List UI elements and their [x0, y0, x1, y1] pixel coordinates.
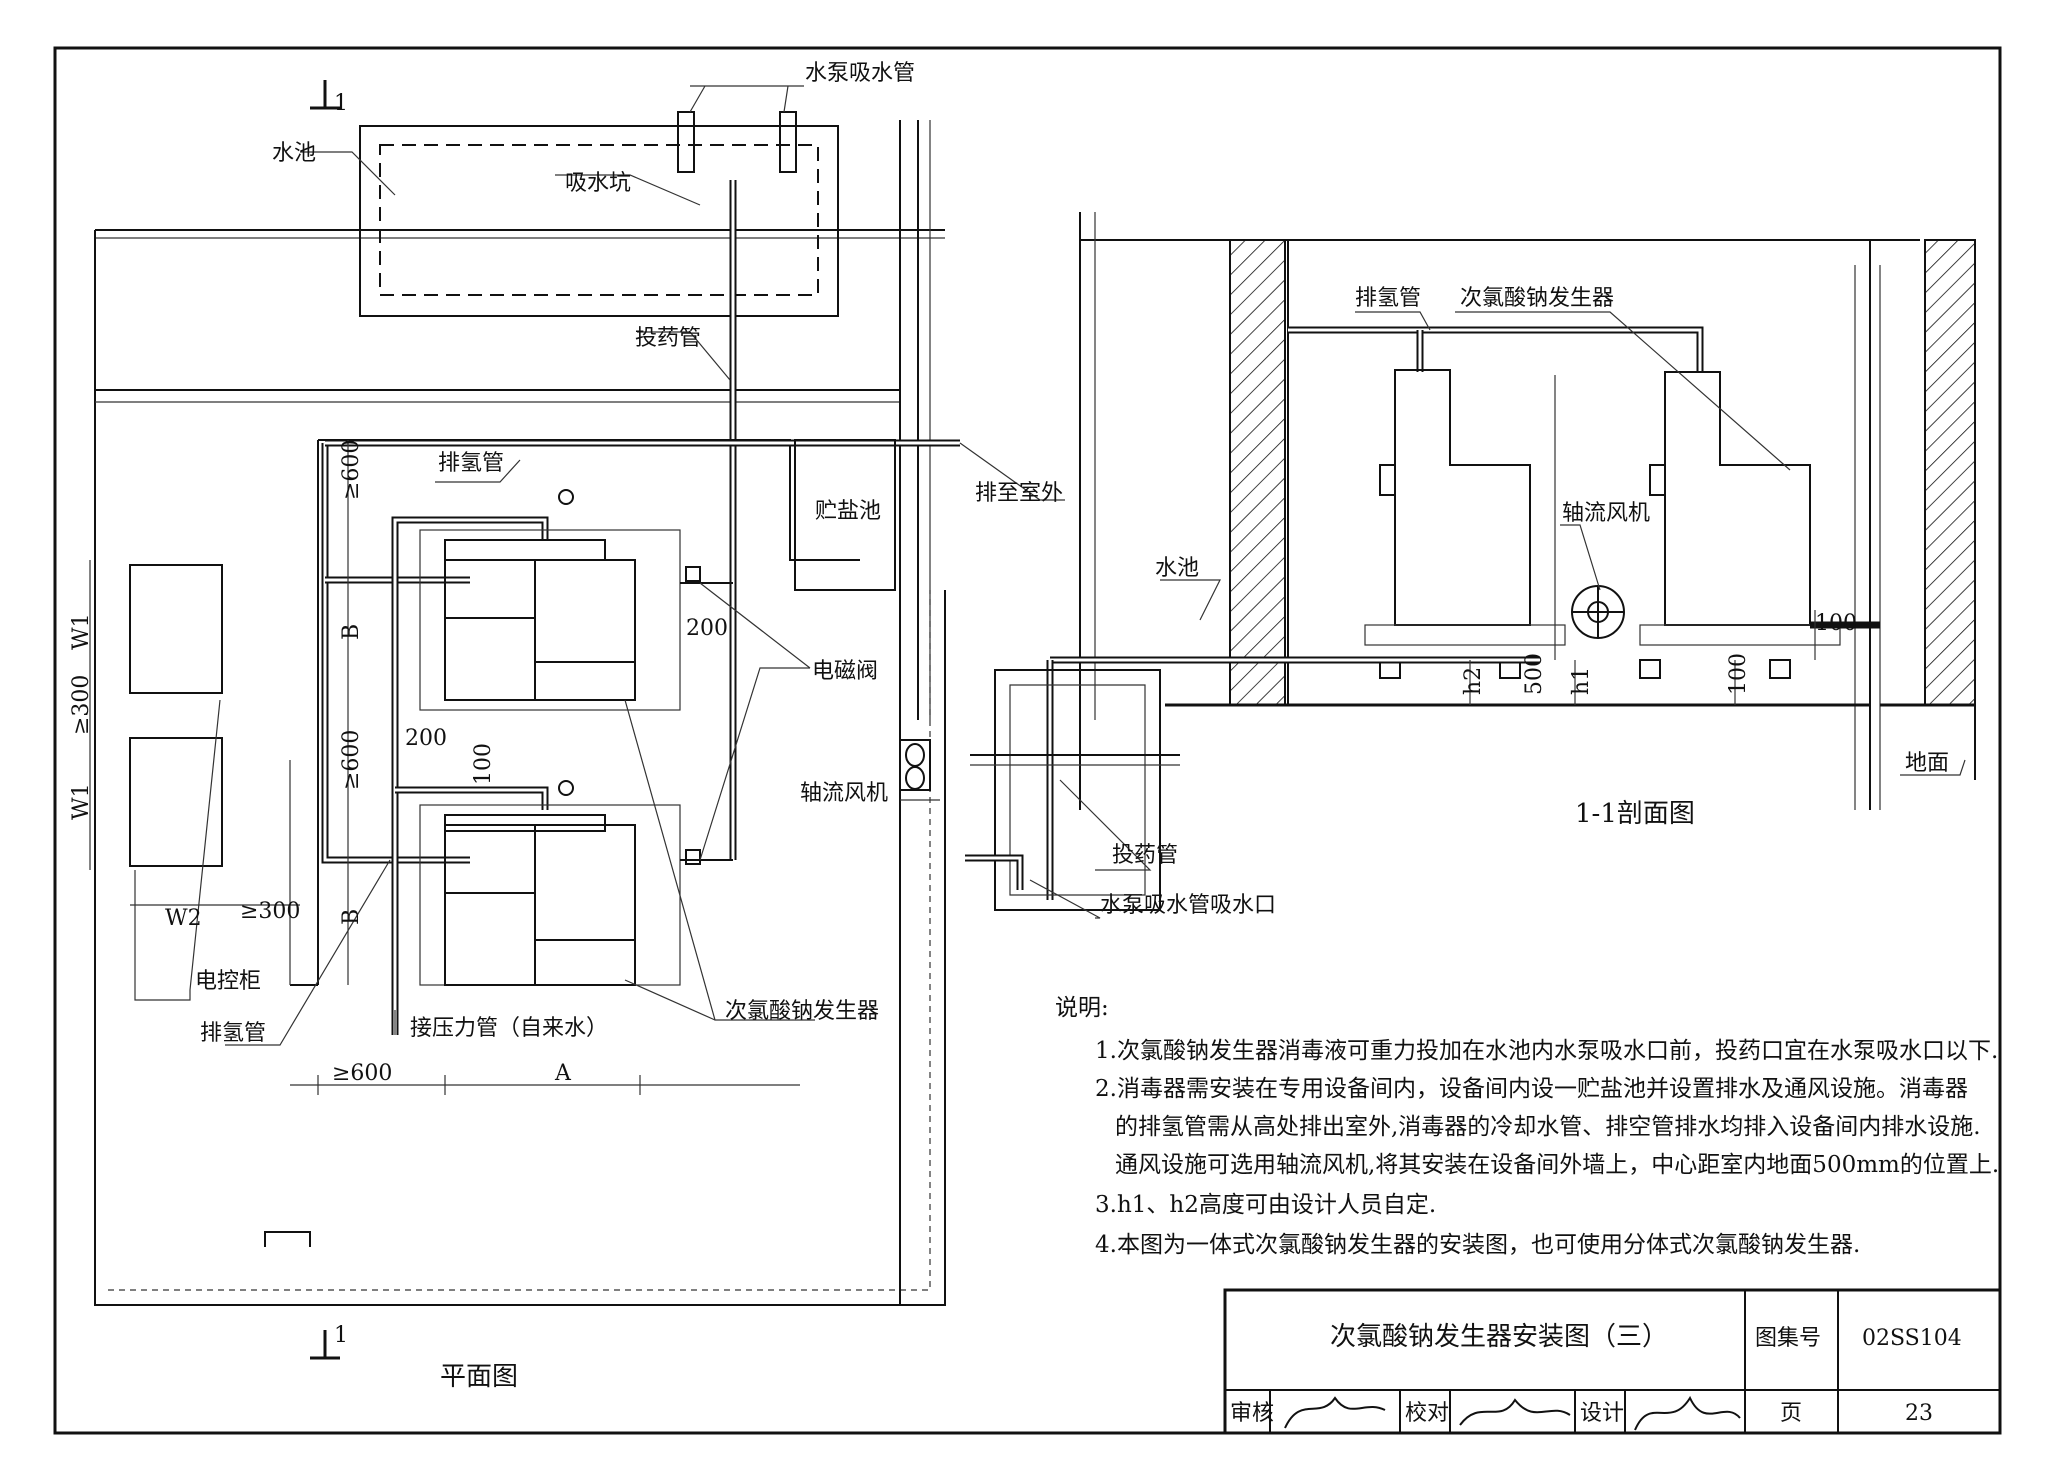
label-to-outdoor: 排至室外: [975, 481, 1063, 506]
label-h2-pipe-plan-bottom: 排氢管: [200, 1021, 266, 1046]
right-wall: [1924, 239, 1976, 706]
plan-view: [89, 80, 1065, 1360]
label-generator-section: 次氯酸钠发生器: [1460, 286, 1614, 311]
axial-fan-plan: [899, 739, 931, 791]
dim-h1: h1: [1569, 667, 1594, 695]
label-axial-fan-section: 轴流风机: [1562, 501, 1650, 526]
plan-title: 平面图: [440, 1362, 518, 1392]
label-dosing-pipe-plan: 投药管: [635, 326, 701, 351]
label-h2-pipe-plan-top: 排氢管: [438, 451, 504, 476]
notes-heading: 说明:: [1055, 995, 1109, 1021]
dim-200-right: 200: [686, 616, 728, 641]
pool-outline: [359, 125, 839, 317]
control-cabinet-1: [129, 564, 223, 694]
dim-100-section-right: 100: [1815, 611, 1857, 636]
dim-200-left: 200: [405, 726, 447, 751]
label-pool-section: 水池: [1155, 556, 1199, 581]
pump-suction-pipes: [672, 111, 802, 173]
label-dosing-pipe-section: 投药管: [1112, 843, 1178, 868]
brine-tank: [794, 439, 896, 591]
label-suction-inlet: 水泵吸水管吸水口: [1100, 893, 1276, 918]
title-block-page-label: 页: [1780, 1401, 1802, 1426]
label-control-cabinet: 电控柜: [195, 969, 261, 994]
dim-W1-a: W1: [69, 613, 94, 650]
label-suction-pit: 吸水坑: [565, 171, 631, 196]
section-leaders: [1029, 311, 1966, 919]
title-block-atlas-no: 02SS104: [1862, 1326, 1962, 1351]
label-pump-suction: 水泵吸水管: [805, 61, 915, 86]
dim-300-bottom: ≥300: [240, 899, 300, 924]
plan-leaders: [134, 85, 1065, 1046]
note-2-line-2: 的排氢管需从高处排出室外,消毒器的冷却水管、排空管排水均排入设备间内排水设施.: [1115, 1114, 1981, 1140]
title-block-review-label: 审核: [1230, 1401, 1274, 1426]
label-axial-fan-plan: 轴流风机: [800, 781, 888, 806]
signature-review: [1284, 1396, 1386, 1429]
title-block-check-label: 校对: [1405, 1401, 1449, 1426]
axial-fan-section: [1571, 585, 1625, 639]
label-solenoid-valve: 电磁阀: [812, 659, 878, 684]
control-cabinet-2: [129, 737, 223, 867]
section-marker-1: [310, 80, 340, 1360]
sheet-border: [53, 46, 2002, 1435]
label-h2-pipe-section: 排氢管: [1355, 286, 1421, 311]
dim-600-a: ≥600: [339, 440, 364, 500]
title-block: [1223, 1288, 2002, 1435]
dim-100-plan: 100: [471, 743, 496, 785]
label-generator-plan: 次氯酸钠发生器: [725, 999, 879, 1024]
signature-check: [1459, 1398, 1571, 1426]
plan-dimensions: [89, 440, 800, 1095]
label-pressure-pipe: 接压力管（自来水）: [410, 1016, 608, 1041]
dim-600-bottom: ≥600: [332, 1061, 392, 1086]
generator-plan-2: [419, 780, 681, 986]
plan-section-mark-bottom: 1: [334, 1323, 348, 1348]
section-pool: [965, 669, 1180, 911]
solenoid-valve-plan: [680, 566, 733, 865]
dim-300-left: ≥300: [69, 675, 94, 735]
section-title: 1-1剖面图: [1575, 799, 1695, 829]
title-block-design-label: 设计: [1580, 1401, 1624, 1426]
note-4: 4.本图为一体式次氯酸钠发生器的安装图，也可使用分体式次氯酸钠发生器.: [1095, 1232, 1860, 1258]
title-block-title: 次氯酸钠发生器安装图（三）: [1330, 1322, 1668, 1352]
dim-B-2: B: [339, 909, 364, 925]
note-3: 3.h1、h2高度可由设计人员自定.: [1095, 1192, 1436, 1218]
left-wall: [1229, 239, 1286, 706]
dim-h2: h2: [1461, 667, 1486, 695]
note-1: 1.次氯酸钠发生器消毒液可重力投加在水池内水泵吸水口前，投药口宜在水泵吸水口以下…: [1095, 1038, 1998, 1064]
section-view: [965, 212, 1976, 919]
generator-plan-1: [419, 489, 681, 711]
dim-W1-b: W1: [69, 783, 94, 820]
note-2-line-3: 通风设施可选用轴流风机,将其安装在设备间外墙上，中心距室内地面500mm的位置上…: [1115, 1152, 1999, 1178]
signature-design: [1634, 1395, 1741, 1431]
dim-100-section-bottom: 100: [1726, 653, 1751, 695]
title-block-page-no: 23: [1905, 1401, 1933, 1426]
label-brine-tank: 贮盐池: [815, 499, 881, 524]
generator-section-2: [1639, 371, 1841, 679]
dim-600-b: ≥600: [339, 730, 364, 790]
section-dimensions: [1469, 375, 1816, 705]
dim-A: A: [554, 1061, 572, 1086]
title-block-atlas-label: 图集号: [1755, 1326, 1821, 1351]
dim-B-1: B: [339, 624, 364, 640]
note-2: 2.消毒器需安装在专用设备间内，设备间内设一贮盐池并设置排水及通风设施。消毒器: [1095, 1076, 1968, 1102]
plan-section-mark-top: 1: [334, 91, 348, 116]
generator-section-1: [1364, 369, 1566, 679]
suction-pit-outline: [379, 144, 819, 296]
label-pool-plan: 水池: [272, 141, 316, 166]
label-floor: 地面: [1905, 751, 1949, 776]
dim-W2: W2: [165, 906, 202, 931]
dim-500: 500: [1522, 653, 1547, 695]
